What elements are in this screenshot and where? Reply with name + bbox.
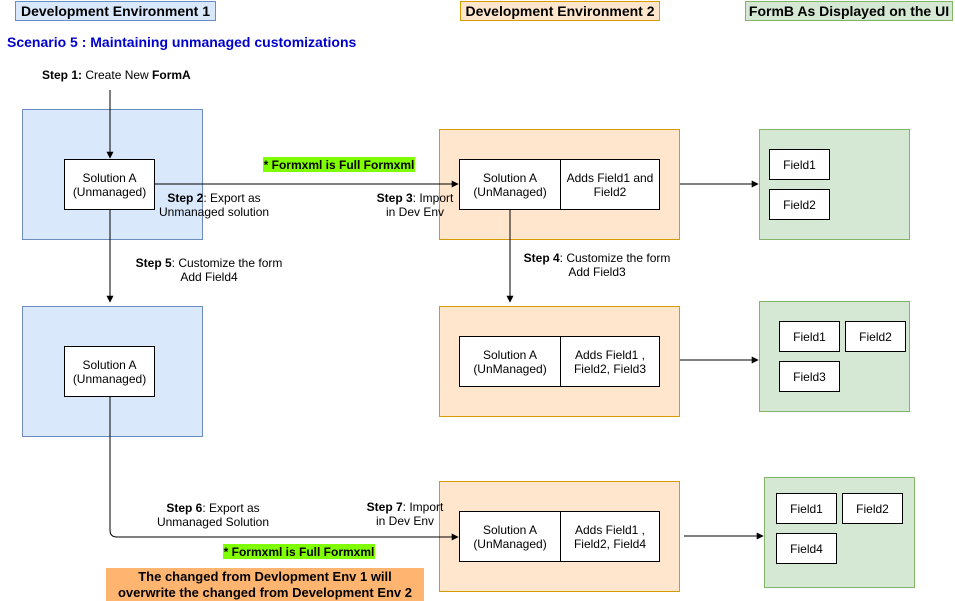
- step2-line2: Unmanaged solution: [159, 205, 270, 219]
- dev2-row2-adds2: Field2, Field3: [573, 361, 647, 376]
- warning-line2: overwrite the changed from Development E…: [117, 584, 413, 600]
- dev2-row2-adds1: Adds Field1 ,: [574, 347, 646, 362]
- dev2-row3-adds2: Field2, Field4: [573, 536, 647, 551]
- dev2-row2-line1: Solution A: [482, 347, 538, 362]
- step2-text: : Export as: [203, 191, 261, 205]
- formb-row2-field3: Field3: [779, 361, 840, 392]
- dev2-row3-adds1: Adds Field1 ,: [574, 522, 646, 537]
- dev2-row3-line1: Solution A: [482, 522, 538, 537]
- step1-label: Step 1: Create New FormA: [42, 68, 191, 82]
- dev1-solution-bottom: Solution A(Unmanaged): [64, 346, 155, 397]
- step6-bold: Step 6: [166, 501, 203, 515]
- header-formb-label: FormB As Displayed on the UI: [748, 3, 950, 19]
- dev2-row2-adds: Adds Field1 ,Field2, Field3: [561, 337, 659, 386]
- step4-line2: Add Field3: [568, 265, 626, 279]
- step3-bold: Step 3: [376, 191, 413, 205]
- step6-line2: Unmanaged Solution: [156, 515, 270, 529]
- header-dev-env-2-label: Development Environment 2: [465, 3, 655, 19]
- dev2-solution-row3: Solution A(UnManaged) Adds Field1 ,Field…: [459, 511, 660, 562]
- step3-line2: in Dev Env: [385, 205, 445, 219]
- dev2-row3-solution: Solution A(UnManaged): [460, 512, 561, 561]
- header-dev-env-1: Development Environment 1: [15, 1, 216, 21]
- dev1-solution-top-line1: Solution A: [82, 170, 137, 185]
- step4-text: : Customize the form: [559, 251, 671, 265]
- formb-row2-field2: Field2: [845, 321, 906, 352]
- step1-tail: FormA: [152, 68, 191, 82]
- step5-line2: Add Field4: [180, 270, 238, 284]
- formb-container-2: [759, 301, 910, 412]
- step5-text: : Customize the form: [171, 256, 283, 270]
- formb-container-1: [759, 129, 910, 240]
- formxml-note-top: * Formxml is Full Formxml: [263, 157, 415, 172]
- dev2-row3-line2: (UnManaged): [473, 536, 547, 551]
- arrow-step6: [109, 397, 459, 541]
- step7-text: : Import: [402, 500, 444, 514]
- warning-line1: The changed from Devlopment Env 1 will: [138, 568, 392, 584]
- step1-bold: Step 1:: [42, 68, 83, 82]
- dev2-row2-solution: Solution A(UnManaged): [460, 337, 561, 386]
- step3-text: : Import: [412, 191, 454, 205]
- step2-bold: Step 2: [167, 191, 204, 205]
- formxml-note-bottom: * Formxml is Full Formxml: [223, 544, 375, 559]
- formb-row1-field1: Field1: [769, 149, 830, 180]
- header-dev-env-1-label: Development Environment 1: [20, 3, 211, 19]
- step5-bold: Step 5: [135, 256, 172, 270]
- dev1-solution-bottom-line1: Solution A: [82, 357, 137, 372]
- step6-text: : Export as: [202, 501, 260, 515]
- formb-row2-field1: Field1: [779, 321, 840, 352]
- header-formb: FormB As Displayed on the UI: [745, 1, 953, 21]
- formb-row1-field2: Field2: [769, 189, 830, 220]
- dev2-row3-adds: Adds Field1 ,Field2, Field4: [561, 512, 659, 561]
- dev1-solution-top-line2: (Unmanaged): [72, 184, 147, 199]
- header-dev-env-2: Development Environment 2: [460, 1, 660, 21]
- dev2-row1-solution: Solution A(UnManaged): [460, 160, 561, 209]
- dev2-row2-line2: (UnManaged): [473, 361, 547, 376]
- dev1-solution-top: Solution A(Unmanaged): [64, 159, 155, 210]
- step7-bold: Step 7: [366, 500, 403, 514]
- step7-line2: in Dev Env: [375, 514, 435, 528]
- dev2-row1-adds2: Field2: [593, 184, 627, 199]
- dev2-row1-line2: (UnManaged): [473, 184, 547, 199]
- formb-row3-field4: Field4: [776, 533, 837, 564]
- scenario-title: Scenario 5 : Maintaining unmanaged custo…: [7, 34, 357, 50]
- step1-text: Create New: [82, 68, 153, 82]
- dev2-row1-adds1: Adds Field1 and: [566, 170, 654, 185]
- formb-row3-field2: Field2: [842, 493, 903, 524]
- dev1-container-top: [22, 109, 203, 240]
- dev2-solution-row2: Solution A(UnManaged) Adds Field1 ,Field…: [459, 336, 660, 387]
- step4-bold: Step 4: [523, 251, 560, 265]
- formb-row3-field1: Field1: [776, 493, 837, 524]
- dev1-solution-bottom-line2: (Unmanaged): [72, 371, 147, 386]
- dev2-row1-line1: Solution A: [482, 170, 538, 185]
